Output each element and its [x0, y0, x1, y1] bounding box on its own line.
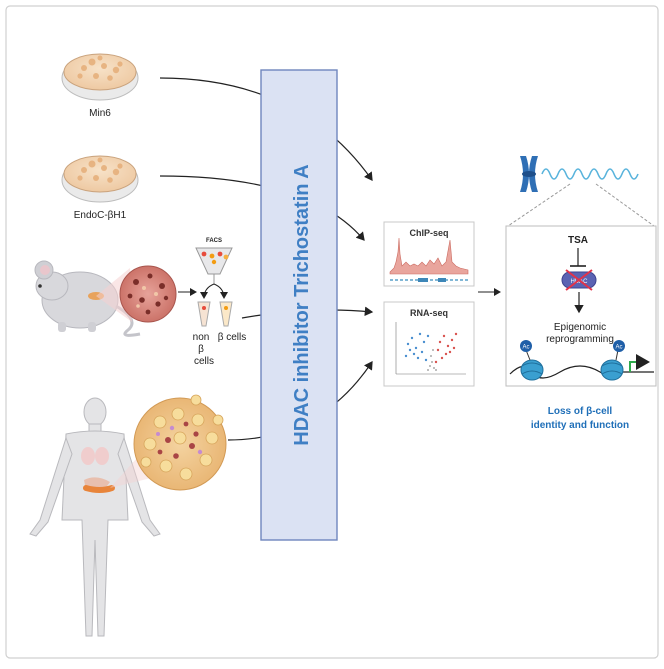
epigenomic-label-line1: Epigenomic: [554, 322, 606, 333]
facs-funnel-icon: [195, 247, 233, 299]
outcome-line2: identity and function: [531, 420, 629, 431]
ac-label-right: Ac: [615, 345, 622, 351]
human-silhouette: [29, 397, 161, 637]
ac-label-left: Ac: [522, 345, 529, 351]
outcome-line1: Loss of β-cell: [548, 406, 613, 417]
zoom-line-left: [507, 183, 571, 227]
chromosome-icon: [520, 156, 538, 192]
endoc-dish: [61, 155, 139, 203]
acetyl-mark-left: [520, 340, 532, 352]
min6-label: Min6: [89, 108, 111, 119]
nucleosome-right: [600, 359, 624, 381]
nucleosome-left: [520, 359, 544, 381]
chip-seq-panel: [383, 221, 475, 287]
tsa-label: TSA: [568, 235, 588, 246]
hdac-cross-line-b: [565, 269, 593, 291]
beta-cells-label: β cells: [218, 332, 247, 343]
endoc-label: EndoC-βH1: [74, 210, 127, 221]
human-organs: [81, 447, 115, 493]
rna-seq-label: RNA-seq: [410, 308, 448, 318]
hdac-label: HDAC: [570, 279, 588, 285]
sorted-tubes-icon: [197, 301, 233, 327]
treatment-label: HDAC inhibitor Trichostatin A: [291, 164, 313, 445]
mouse-islet: [119, 265, 177, 323]
min6-dish: [61, 53, 139, 101]
acetyl-mark-right: [613, 340, 625, 352]
pancreas-icon: [83, 485, 115, 493]
non-beta-label-line2: β: [198, 344, 204, 355]
epigenomic-label-line2: reprogramming: [546, 334, 614, 345]
non-beta-label-line1: non: [193, 332, 210, 343]
mouse-illustration: [34, 260, 141, 337]
chip-seq-label: ChIP-seq: [409, 228, 448, 238]
transcription-start-arrow: [629, 354, 650, 372]
non-beta-label-line3: cells: [194, 356, 214, 367]
human-islet: [133, 394, 227, 491]
zoom-line-right: [595, 183, 655, 227]
rna-seq-panel: [383, 301, 475, 387]
facs-label: FACS: [206, 238, 222, 244]
dna-coil: [541, 168, 639, 180]
treatment-bar: [260, 69, 338, 541]
